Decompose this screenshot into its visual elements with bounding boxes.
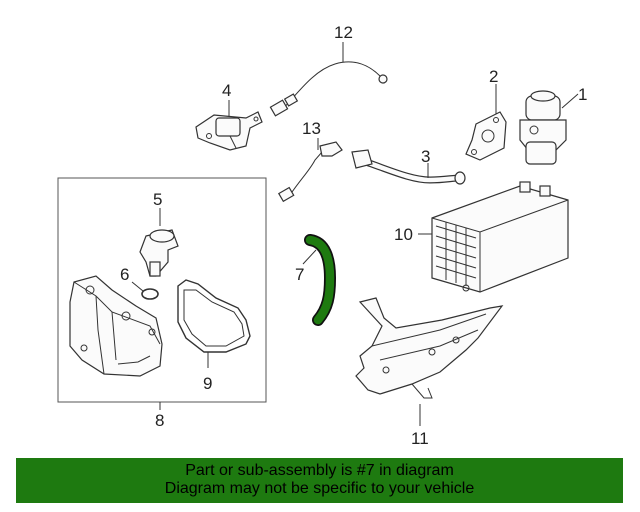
callout-3: 3	[421, 147, 430, 166]
callout-6: 6	[120, 265, 129, 284]
banner-line-2: Diagram may not be specific to your vehi…	[164, 480, 475, 497]
callout-7: 7	[295, 265, 304, 284]
callout-5: 5	[153, 190, 162, 209]
part-8-housing[interactable]	[69, 275, 163, 377]
leader-7	[302, 249, 317, 265]
callout-4: 4	[222, 81, 231, 100]
hose-highlight	[305, 235, 335, 325]
callout-1: 1	[578, 85, 587, 104]
callout-2: 2	[489, 67, 498, 86]
leader-6	[131, 281, 144, 292]
part-3-egr-tube[interactable]	[351, 149, 466, 185]
part-4-purge-valve[interactable]	[195, 111, 263, 151]
info-banner: Part or sub-assembly is #7 in diagram Di…	[16, 458, 623, 503]
part-5-sensor[interactable]	[139, 229, 179, 277]
callout-12: 12	[334, 23, 353, 42]
parts-diagram: 12 4 13 3 2 1	[57, 23, 587, 448]
part-10-charcoal-canister[interactable]	[431, 181, 569, 293]
callout-11: 11	[411, 429, 429, 448]
callout-13: 13	[302, 119, 321, 138]
leader-1	[561, 93, 579, 109]
callout-8: 8	[155, 411, 164, 430]
part-9-gasket[interactable]	[177, 279, 251, 353]
banner-line-1: Part or sub-assembly is #7 in diagram	[185, 462, 454, 479]
part-11-canister-bracket[interactable]	[355, 297, 504, 399]
part-2-gasket[interactable]	[465, 111, 507, 161]
part-13-sensor-wire[interactable]	[277, 141, 343, 203]
callout-10: 10	[394, 225, 413, 244]
part-1-egr-valve[interactable]	[519, 90, 567, 165]
callout-9: 9	[203, 374, 212, 393]
part-7-hose[interactable]	[304, 234, 337, 326]
part-6-o-ring[interactable]	[141, 288, 159, 300]
subassembly-8-frame	[57, 177, 267, 403]
part-12-sensor-harness[interactable]	[269, 61, 388, 117]
